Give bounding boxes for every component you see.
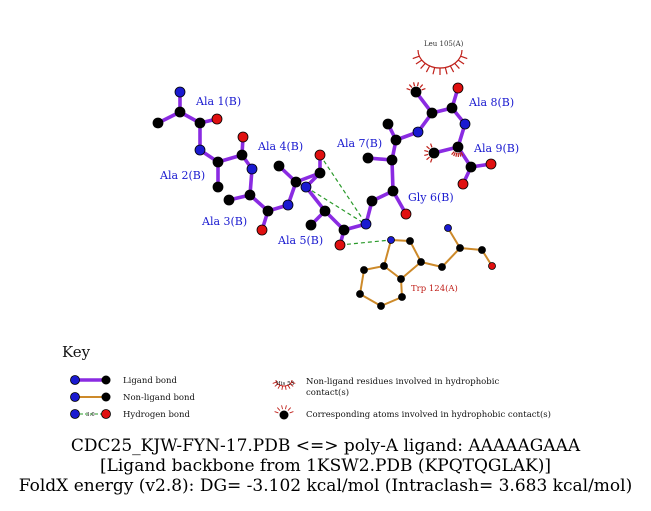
residue-labels: Ala 1(B) Ala 2(B) Ala 3(B) Ala 4(B) Ala … bbox=[159, 40, 519, 294]
key-hbond-distance: 3.0 bbox=[86, 412, 95, 418]
label-leu-105: Leu 105(A) bbox=[424, 40, 464, 48]
caption-line-3: FoldX energy (v2.8): DG= -3.102 kcal/mol… bbox=[18, 476, 633, 496]
label-trp-124: Trp 124(A) bbox=[411, 283, 458, 294]
label-ala-5: Ala 5(B) bbox=[277, 234, 323, 247]
label-ala-3: Ala 3(B) bbox=[201, 215, 247, 228]
caption-line-1: CDC25_KJW-FYN-17.PDB <=> poly-A ligand: … bbox=[70, 436, 581, 456]
hydrogen-bonds bbox=[305, 154, 392, 246]
atoms bbox=[152, 82, 497, 310]
key-hydrophobic-residues: Non-ligand residues involved in hydropho… bbox=[306, 377, 499, 387]
label-ala-4: Ala 4(B) bbox=[257, 140, 303, 153]
label-ala-1: Ala 1(B) bbox=[195, 95, 241, 108]
key-title: Key bbox=[62, 343, 91, 361]
label-ala-9: Ala 9(B) bbox=[473, 142, 519, 155]
key-nonligand-bond: Non-ligand bond bbox=[123, 393, 195, 403]
label-gly-6: Gly 6(B) bbox=[408, 191, 454, 204]
key-hydrophobic-residues-2: contact(s) bbox=[306, 387, 349, 398]
label-ala-7: Ala 7(B) bbox=[336, 137, 382, 150]
caption-line-2: [Ligand backbone from 1KSW2.PDB (KPQTQGL… bbox=[99, 456, 552, 476]
label-ala-2: Ala 2(B) bbox=[159, 169, 205, 182]
trp124-bonds bbox=[359, 227, 493, 307]
key-hydrophobic-atoms: Corresponding atoms involved in hydropho… bbox=[306, 409, 551, 420]
hydrophobic-arcs bbox=[406, 49, 468, 163]
key: Key Ligand bond Non-ligand bond 3.0 Hydr… bbox=[62, 343, 551, 420]
key-example-residue: His 53 bbox=[276, 381, 295, 387]
key-ligand-bond: Ligand bond bbox=[123, 376, 178, 386]
label-ala-8: Ala 8(B) bbox=[468, 96, 514, 109]
key-hydrogen-bond: Hydrogen bond bbox=[123, 410, 191, 420]
